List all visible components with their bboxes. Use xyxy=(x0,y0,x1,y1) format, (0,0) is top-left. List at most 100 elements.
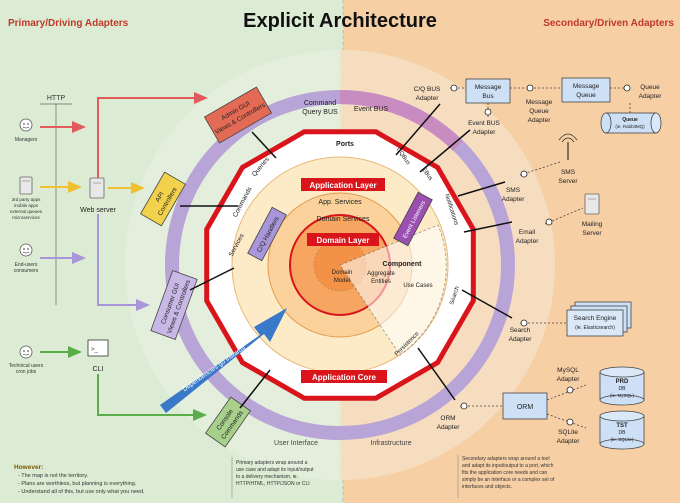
however-item-2: - Plans are worthless, but planning is e… xyxy=(18,481,137,487)
search-adapter-label-2: Adapter xyxy=(509,336,533,343)
orm-adapter-label-1: ORM xyxy=(440,415,455,422)
search-port-label: Search xyxy=(449,286,461,306)
tst-db-label-3: (ie. SQLite) xyxy=(611,437,634,442)
tst-database-icon: TST DB (ie. SQLite) xyxy=(599,410,645,450)
mysql-adapter-label-1: MySQL xyxy=(557,367,579,374)
third-party-label-4: microservices xyxy=(12,215,40,220)
third-party-label-2: mobile apps xyxy=(14,203,39,208)
aggregate-label-1: Aggregate xyxy=(367,271,395,277)
however-item-1: - The map is not the territory. xyxy=(18,473,89,479)
technical-users-label-2: cron jobs xyxy=(16,369,37,375)
secondary-note-line-4: simply be an interface or a complex set … xyxy=(462,477,555,483)
use-cases-label: Use Cases xyxy=(403,283,432,289)
primary-note-line-3: to a delivery mechanism, ie. xyxy=(236,474,298,480)
web-server-label: Web server xyxy=(80,207,116,214)
app-services-label: App. Services xyxy=(318,199,362,206)
message-bus-label-2: Bus xyxy=(482,93,494,100)
web-server-icon xyxy=(89,177,105,199)
third-party-label-1: 3rd party apps xyxy=(12,197,42,202)
event-bus-adapter-label-2: Adapter xyxy=(473,129,497,136)
primary-note-line-1: Primary adapters wrap around a xyxy=(236,460,308,466)
application-core-badge xyxy=(301,370,387,383)
sms-server-antenna-icon xyxy=(558,133,578,160)
event-bus-adapter-label-1: Event BUS xyxy=(468,120,500,127)
orm-adapter-label-2: Adapter xyxy=(437,424,461,431)
dependencies-arrow xyxy=(160,308,287,413)
managers-actor-icon xyxy=(19,118,33,132)
prd-db-label-3: (ie. MySQL) xyxy=(610,393,635,398)
message-queue-adapter-label-3: Adapter xyxy=(528,117,552,124)
component-label: Component xyxy=(383,261,423,268)
secondary-note-line-5: interfaces and objects. xyxy=(462,484,512,490)
third-party-label-3: external queues xyxy=(10,209,43,214)
domain-services-label: Domain Services xyxy=(317,216,370,223)
secondary-note-line-3: fits the application core needs and can xyxy=(462,470,548,476)
prd-db-label-1: PRD xyxy=(616,379,629,385)
domain-layer-badge xyxy=(307,233,379,246)
message-queue-label-2: Queue xyxy=(576,92,596,99)
component-wedge xyxy=(339,224,447,356)
primary-note-line-2: use case and adapt its input/output xyxy=(236,467,314,473)
page-title: Explicit Architecture xyxy=(243,10,437,32)
prd-db-label-2: DB xyxy=(619,386,627,392)
mailing-server-label-2: Server xyxy=(582,230,602,237)
message-queue-label-1: Message xyxy=(573,83,600,90)
primary-adapters-header: Primary/Driving Adapters xyxy=(8,18,129,29)
message-queue-adapter-label-1: Message xyxy=(526,99,553,106)
cq-bus-adapter-label-1: C/Q BUS xyxy=(414,86,441,93)
cli-label: CLI xyxy=(93,366,104,373)
cli-terminal-icon: >_ xyxy=(87,339,109,357)
mailing-server-label-1: Mailing xyxy=(582,221,603,228)
sqlite-adapter-label-1: SQLite xyxy=(558,429,578,436)
queue-adapter-label-1: Queue xyxy=(640,84,660,91)
tst-db-label-2: DB xyxy=(619,430,627,436)
managers-label: Managers xyxy=(15,137,38,143)
application-layer-badge xyxy=(301,178,385,191)
sms-server-label-2: Server xyxy=(558,178,578,185)
message-queue-box: Message Queue xyxy=(561,77,611,103)
prd-database-icon: PRD DB (ie. MySQL) xyxy=(599,366,645,406)
cq-bus-label-2: Query BUS xyxy=(302,109,338,116)
queue-cylinder-icon: Queue (ie. RabbitMQ) xyxy=(600,112,662,134)
queue-adapter-label-2: Adapter xyxy=(639,93,663,100)
domain-model-label-2: Model xyxy=(334,278,350,284)
end-users-label-2: consumers xyxy=(14,268,39,274)
application-layer-label: Application Layer xyxy=(309,181,376,190)
sms-adapter-label-1: SMS xyxy=(506,187,521,194)
search-engine-label-1: Search Engine xyxy=(574,315,617,322)
secondary-note-line-2: and adapt its input/output to a port, wh… xyxy=(462,463,554,469)
api-controllers-label-1: API xyxy=(154,191,165,204)
search-engine-box: Search Engine (ie. Elasticsearch) xyxy=(566,301,632,337)
sms-adapter-label-2: Adapter xyxy=(502,196,526,203)
queue-cylinder-label-2: (ie. RabbitMQ) xyxy=(615,124,645,129)
technical-users-label-1: Technical users xyxy=(9,363,44,369)
tst-db-label-1: TST xyxy=(616,423,628,429)
secondary-note-line-1: Secondary adapters wrap around a tool xyxy=(462,456,550,462)
message-bus-box: Message Bus xyxy=(465,78,511,104)
user-interface-label: User Interface xyxy=(274,440,318,447)
queue-cylinder-label-1: Queue xyxy=(622,117,638,123)
mailing-server-icon xyxy=(584,193,600,215)
email-adapter-label-1: Email xyxy=(519,229,536,236)
message-bus-label-1: Message xyxy=(475,84,502,91)
secondary-adapters-header: Secondary/Driven Adapters xyxy=(543,18,674,29)
end-users-label-1: End-users xyxy=(15,262,38,268)
primary-note-line-4: HTTP/HTML, HTTP/JSON or CLI xyxy=(236,481,310,487)
technical-users-actor-icon xyxy=(19,345,33,359)
however-title: However: xyxy=(14,464,43,471)
end-users-actor-icon xyxy=(19,243,33,257)
cq-bus-label-1: Command xyxy=(304,100,336,107)
search-adapter-label-1: Search xyxy=(510,327,531,334)
svg-text:>_: >_ xyxy=(91,347,99,353)
domain-layer-label: Domain Layer xyxy=(317,236,370,245)
http-label: HTTP xyxy=(47,95,66,102)
email-adapter-label-2: Adapter xyxy=(516,238,540,245)
orm-label: ORM xyxy=(517,404,534,411)
ports-label: Ports xyxy=(336,141,354,148)
aggregate-label-2: Entities xyxy=(371,279,391,285)
third-party-server-icon xyxy=(19,176,33,195)
application-core-label: Application Core xyxy=(312,373,377,382)
domain-model-label-1: Domain xyxy=(332,270,353,276)
